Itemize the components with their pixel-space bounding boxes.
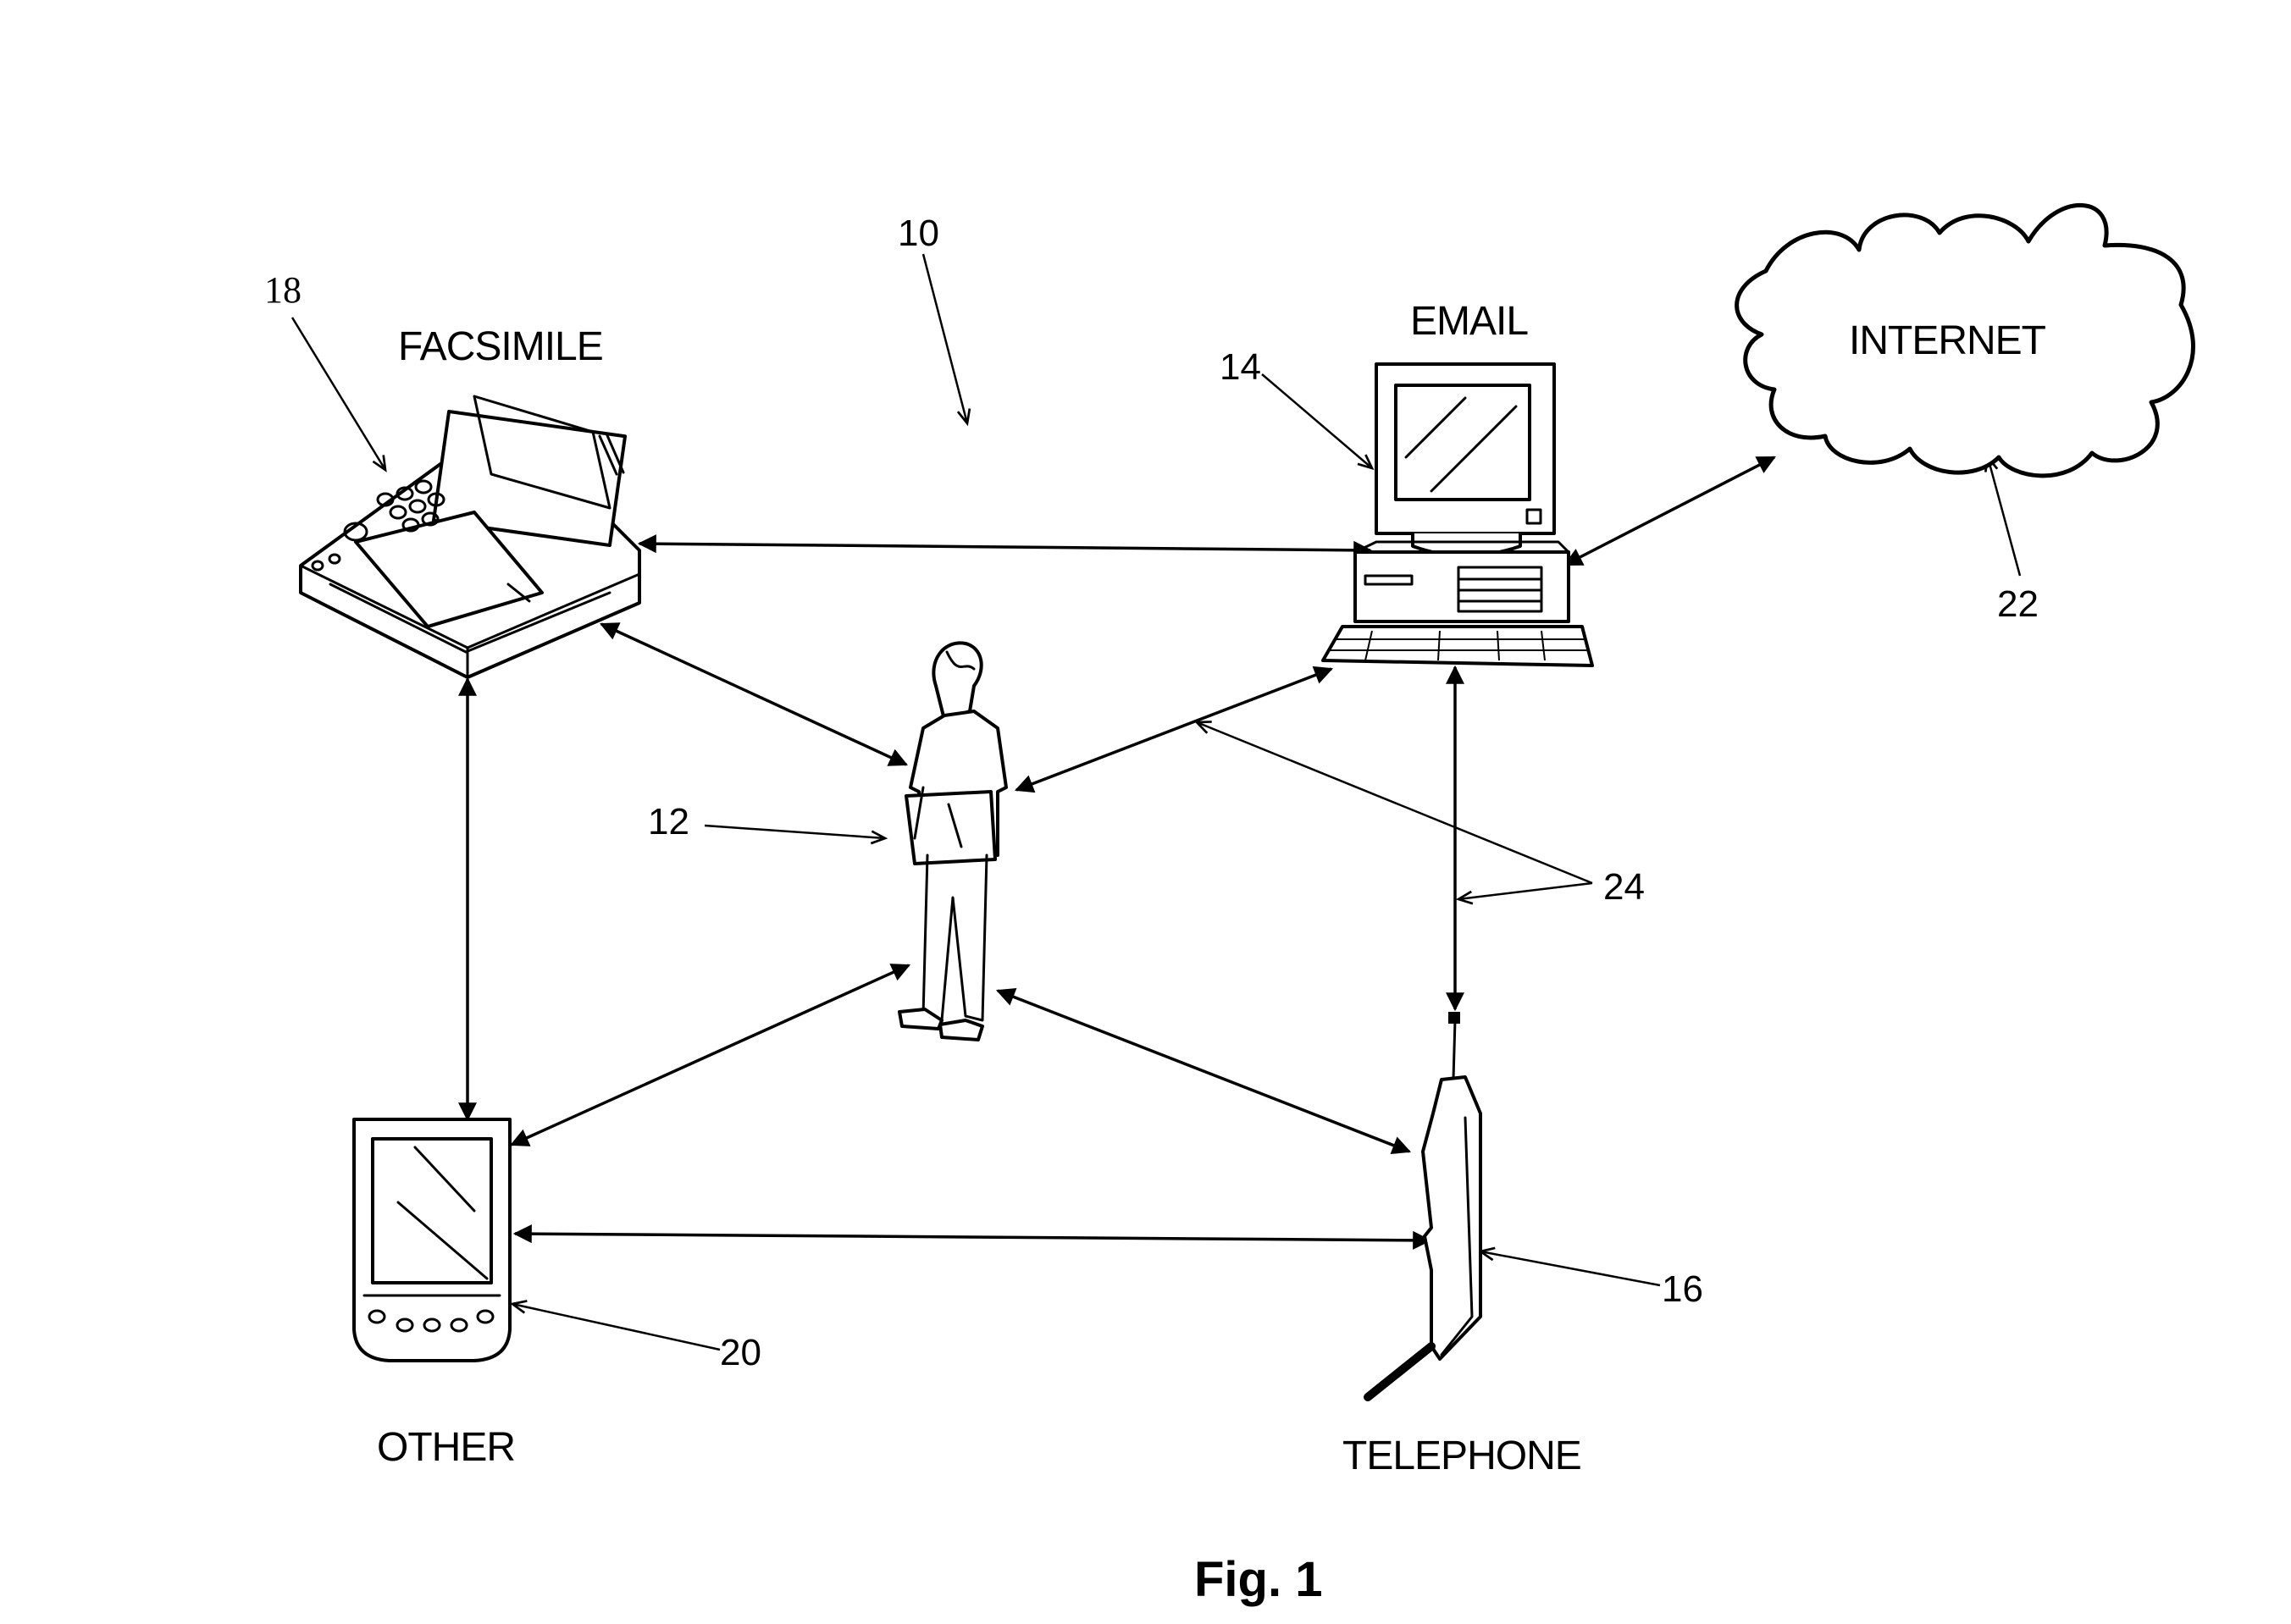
label-internet-ref: 22 xyxy=(1997,583,2039,625)
link-fax-user xyxy=(600,622,908,766)
telephone-icon xyxy=(1364,1012,1482,1401)
label-email: EMAIL xyxy=(1410,299,1528,344)
link-user-telephone xyxy=(995,987,1412,1155)
leader-10 xyxy=(921,253,971,427)
label-fax-ref: 18 xyxy=(264,269,302,311)
link-email-internet xyxy=(1563,456,1776,566)
leader-22 xyxy=(1984,454,2022,577)
link-user-email xyxy=(1014,666,1334,793)
facsimile-icon xyxy=(299,395,641,679)
leader-12 xyxy=(704,824,888,845)
computer-icon xyxy=(1321,362,1594,667)
pda-icon xyxy=(352,1118,512,1362)
connections xyxy=(458,456,1776,1250)
label-facsimile: FACSIMILE xyxy=(398,324,603,369)
leader-20 xyxy=(509,1300,721,1351)
label-links-ref: 24 xyxy=(1603,866,1645,908)
label-email-ref: 14 xyxy=(1220,346,1261,388)
label-other-ref: 20 xyxy=(720,1332,761,1373)
label-other: OTHER xyxy=(377,1425,515,1470)
label-user-ref: 12 xyxy=(648,801,689,842)
leader-24a xyxy=(1193,721,1593,885)
leader-14 xyxy=(1261,373,1375,471)
figure-caption: Fig. 1 xyxy=(1194,1552,1322,1607)
leader-24b xyxy=(1455,881,1593,905)
label-telephone: TELEPHONE xyxy=(1342,1433,1581,1478)
label-system-ref: 10 xyxy=(898,213,939,254)
link-fax-email xyxy=(637,534,1373,560)
leader-lines xyxy=(291,253,2022,1351)
label-telephone-ref: 16 xyxy=(1662,1268,1703,1310)
leader-16 xyxy=(1477,1246,1661,1287)
label-internet: INTERNET xyxy=(1849,318,2046,363)
person-icon xyxy=(898,641,1008,1041)
link-user-other xyxy=(509,964,911,1146)
link-other-telephone xyxy=(512,1224,1432,1250)
leader-18 xyxy=(291,317,387,472)
internet-cloud xyxy=(1735,202,2195,478)
